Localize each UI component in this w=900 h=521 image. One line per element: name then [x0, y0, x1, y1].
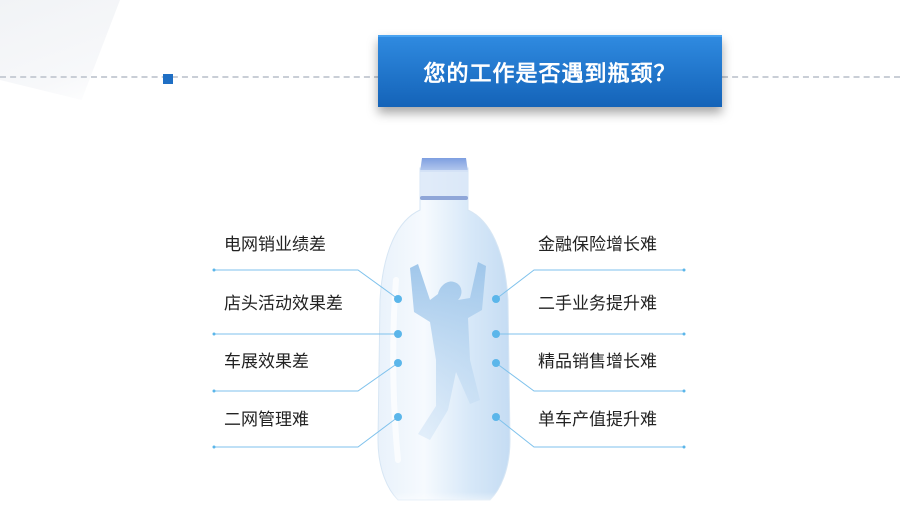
- right-item-1: 金融保险增长难: [538, 235, 657, 255]
- right-item-2: 二手业务提升难: [538, 294, 657, 314]
- left-item-1: 电网销业绩差: [224, 235, 326, 255]
- left-item-3: 车展效果差: [224, 352, 309, 372]
- left-item-2: 店头活动效果差: [224, 294, 343, 314]
- dashed-divider-left: [0, 76, 380, 78]
- dashed-divider-right: [722, 76, 900, 78]
- right-item-4: 单车产值提升难: [538, 410, 657, 430]
- left-item-4: 二网管理难: [224, 410, 309, 430]
- right-item-3: 精品销售增长难: [538, 352, 657, 372]
- title-banner: 您的工作是否遇到瓶颈？: [378, 35, 722, 107]
- accent-square: [163, 74, 173, 84]
- person-silhouette-icon: [410, 262, 486, 440]
- page-title: 您的工作是否遇到瓶颈？: [423, 62, 677, 87]
